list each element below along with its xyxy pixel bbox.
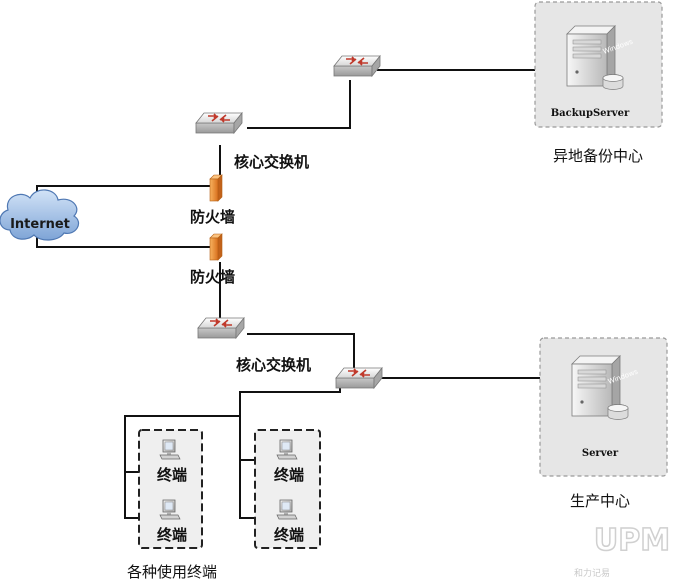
link-core-to-backup-switch: [247, 80, 351, 129]
backup-server-box: Windows BackupServer: [534, 1, 663, 128]
terminal-right-top-label: 终端: [274, 466, 304, 484]
backup-server-label: BackupServer: [551, 108, 630, 119]
core-switch-top-icon: [195, 112, 243, 134]
internet-cloud-icon: [0, 189, 79, 241]
link-internet-to-firewall-top: [36, 185, 214, 197]
firewall-bottom-label: 防火墙: [190, 268, 235, 286]
terminal-group-label: 各种使用终端: [127, 563, 217, 581]
core-switch-bottom-label: 核心交换机: [236, 356, 311, 374]
core-switch-bottom-icon: [197, 317, 245, 339]
terminal-left-bottom-label: 终端: [157, 526, 187, 544]
production-switch-icon: [335, 367, 383, 389]
firewall-top-label: 防火墙: [190, 208, 235, 226]
production-center-label: 生产中心: [570, 492, 630, 510]
backup-center-label: 异地备份中心: [553, 147, 643, 165]
watermark-logo: UPM 和力记易: [574, 522, 671, 579]
watermark-logo-text: UPM: [594, 523, 670, 558]
backup-switch-icon: [333, 55, 381, 77]
link-internet-to-firewall-bottom: [36, 236, 214, 248]
production-server-label: Server: [582, 448, 619, 459]
watermark-caption: 和力记易: [574, 567, 610, 579]
terminal-group-left: 终端 终端: [138, 429, 203, 549]
terminal-left-top-label: 终端: [157, 466, 187, 484]
production-server-box: Windows Server: [539, 337, 668, 477]
terminal-right-bottom-label: 终端: [274, 526, 304, 544]
internet-label: Internet: [10, 217, 70, 232]
link-core-to-production-switch: [247, 333, 355, 370]
backup-server-icon: [566, 25, 624, 90]
production-server-icon: [571, 355, 629, 420]
firewall-bottom-icon: [209, 233, 223, 261]
firewall-top-icon: [209, 174, 223, 202]
terminal-group-right: 终端 终端: [254, 429, 321, 549]
core-switch-top-label: 核心交换机: [234, 153, 309, 171]
